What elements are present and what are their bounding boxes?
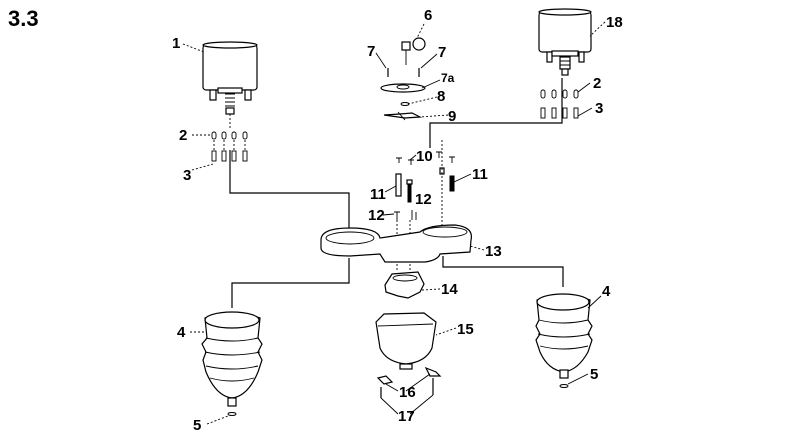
callout-5-right: 5 — [590, 366, 598, 383]
callout-labels: 1 2 3 6 7 7 7a 8 9 18 2 3 10 11 11 12 12… — [172, 7, 623, 434]
callout-9: 9 — [448, 108, 456, 125]
callout-3-left: 3 — [183, 167, 191, 184]
left-cup-part-4 — [201, 311, 263, 407]
callout-17: 17 — [398, 408, 415, 425]
callout-3-right: 3 — [595, 100, 603, 117]
switch-plate-part-7 — [380, 68, 426, 93]
lever-part-9 — [383, 111, 423, 121]
callout-10: 10 — [416, 148, 433, 165]
right-gauge-part-18 — [538, 8, 592, 76]
callout-13: 13 — [485, 243, 502, 260]
left-bulb-sockets — [211, 131, 248, 162]
callout-7a: 7a — [441, 71, 455, 85]
callout-12-left: 12 — [368, 207, 385, 224]
screws-part-17 — [380, 378, 434, 398]
left-gauge-part-1 — [202, 41, 258, 115]
callout-4-right: 4 — [602, 283, 611, 300]
section-number: 3.3 — [8, 6, 39, 31]
bolts-part-12 — [394, 179, 417, 220]
ignition-key-part-6 — [401, 37, 426, 65]
callout-1: 1 — [172, 35, 180, 52]
callout-5-left: 5 — [193, 417, 201, 434]
callout-7-left: 7 — [367, 43, 375, 60]
washer-part-8 — [400, 102, 410, 106]
callout-15: 15 — [457, 321, 474, 338]
callout-18: 18 — [606, 14, 623, 31]
leader-lines — [182, 21, 606, 425]
screws-part-10 — [396, 151, 455, 165]
callout-14: 14 — [441, 281, 458, 298]
callout-6: 6 — [424, 7, 432, 24]
right-bulb-sockets — [540, 89, 579, 119]
callout-7-right: 7 — [438, 44, 446, 61]
right-grommet-part-5 — [559, 384, 569, 388]
lamp-bowl-part-15 — [375, 312, 437, 370]
bracket-part-13 — [320, 224, 473, 263]
callout-2-right: 2 — [593, 75, 601, 92]
clips-part-16 — [376, 366, 442, 385]
switch-housing-part-14 — [384, 271, 425, 299]
callout-12-right: 12 — [415, 191, 432, 208]
callout-11-left: 11 — [370, 186, 386, 203]
callout-8: 8 — [437, 88, 445, 105]
callout-16: 16 — [399, 384, 416, 401]
callout-4-left: 4 — [177, 324, 186, 341]
callout-11-right: 11 — [472, 166, 488, 183]
right-cup-part-4 — [535, 293, 593, 379]
callout-2-left: 2 — [179, 127, 187, 144]
left-grommet-part-5 — [227, 412, 237, 416]
